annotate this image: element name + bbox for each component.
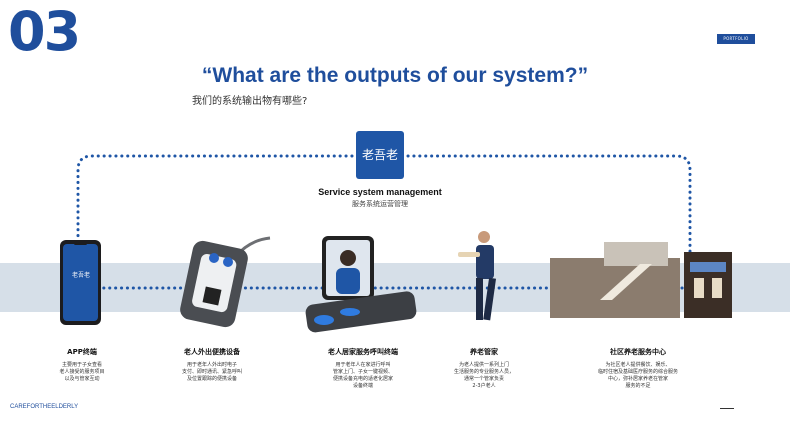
brand-logo-tile: 老吾老: [356, 131, 404, 179]
desc-line: 用于老年人外出时电子: [186, 362, 237, 368]
item-title-home-terminal: 老人居家服务呼叫终端: [328, 348, 398, 356]
center-subtitle: 服务系统运营管理: [352, 200, 408, 208]
desc-line: 服务的不足: [625, 383, 651, 389]
desc-line: 以及与管家互动: [64, 376, 100, 382]
item-title-butler: 养老管家: [470, 348, 498, 356]
footer-brand: CAREFORTHEELDERLY: [10, 404, 79, 410]
butler-illustration: [458, 231, 497, 321]
footer-rule: [720, 408, 734, 409]
center-title: Service system management: [318, 187, 442, 197]
item-desc-community-center: 为社区老人提供餐饮、娱乐、 临时住宿及基础医疗服务的综合服务 中心，弥补居家养老…: [593, 362, 683, 390]
desc-line: 生活服务的专业服务人员，: [453, 369, 514, 375]
slide-number: 03: [8, 0, 81, 63]
desc-line: 临时住宿及基础医疗服务的综合服务: [597, 369, 678, 375]
desc-line: 管家上门、子女一键视频、: [332, 369, 393, 375]
item-desc-butler: 为老人提供一系列上门 生活服务的专业服务人员， 通常一个管家负责 2-3户老人: [444, 362, 524, 390]
app-screen-logo: 老吾老: [71, 272, 90, 279]
desc-line: 便携设备充电的适老化居家: [332, 376, 393, 382]
desc-line: 为社区老人提供餐饮、娱乐、: [605, 362, 671, 368]
desc-line: 为老人提供一系列上门: [458, 362, 509, 368]
desc-line: 及位置跟踪的便携设备: [186, 376, 237, 382]
desc-line: 通常一个管家负责: [463, 376, 504, 382]
desc-line: 用于老年人在家进行呼叫: [335, 362, 391, 368]
dotted-loop-path: [76, 154, 692, 274]
portfolio-tag[interactable]: PORTFOLIO: [717, 34, 755, 44]
desc-line: 2-3户老人: [472, 383, 496, 389]
home-terminal-illustration: [305, 236, 417, 333]
desc-line: 中心，弥补居家养老在管家: [607, 376, 668, 382]
portable-device-illustration: [180, 236, 271, 328]
page-title: “What are the outputs of our system?”: [201, 64, 589, 87]
item-desc-portable: 用于老年人外出时电子 支付、即时通讯、紧急呼叫 及位置跟踪的便携设备: [172, 362, 252, 383]
item-desc-home-terminal: 用于老年人在家进行呼叫 管家上门、子女一键视频、 便携设备充电的适老化居家 设备…: [323, 362, 403, 390]
community-center-illustration: [550, 242, 732, 318]
desc-line: 主要用于子女查看: [61, 362, 102, 368]
desc-line: 老人接受的服务项目: [59, 369, 105, 375]
item-desc-app: 主要用于子女查看 老人接受的服务项目 以及与管家互动: [42, 362, 122, 383]
item-title-portable: 老人外出便携设备: [184, 348, 240, 356]
item-title-community-center: 社区养老服务中心: [610, 348, 666, 356]
page-subtitle: 我们的系统输出物有哪些?: [192, 96, 308, 107]
desc-line: 支付、即时通讯、紧急呼叫: [181, 369, 242, 375]
desc-line: 设备终端: [352, 383, 373, 389]
item-title-app: APP终端: [67, 348, 97, 356]
phone-illustration: [60, 240, 101, 325]
